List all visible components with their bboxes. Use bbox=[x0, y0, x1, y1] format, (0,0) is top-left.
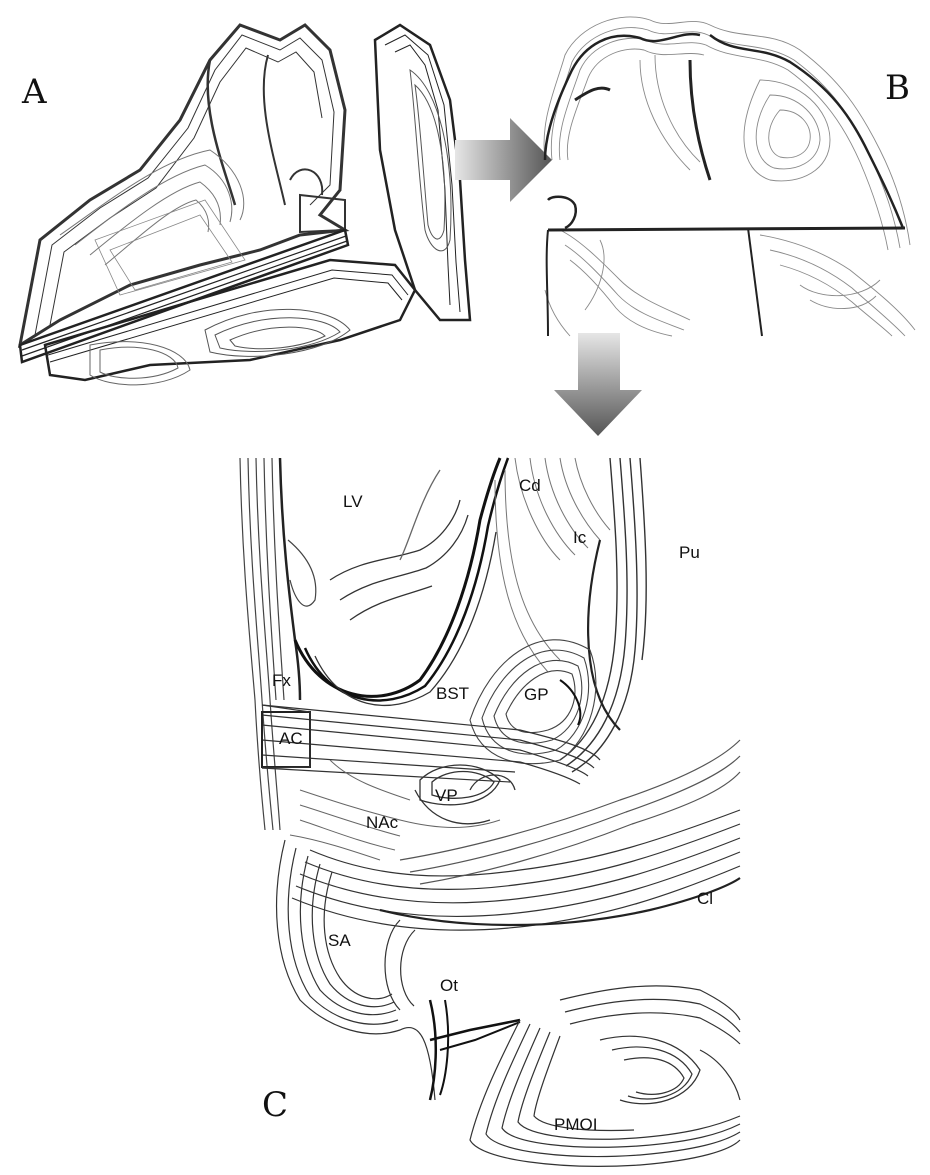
panel-a-label: A bbox=[22, 72, 47, 112]
region-label-bst: BST bbox=[436, 684, 469, 704]
panel-c-lv-boundary bbox=[295, 458, 508, 705]
panel-a-coronal-stack bbox=[20, 25, 345, 345]
region-label-pmoi: PMOI bbox=[554, 1115, 597, 1135]
region-label-ac: AC bbox=[279, 729, 303, 749]
region-label-ic: Ic bbox=[573, 528, 586, 548]
panel-b-dark-contours bbox=[545, 34, 905, 336]
panel-a-drawing bbox=[20, 25, 470, 385]
region-label-fx: Fx bbox=[272, 671, 291, 691]
region-label-cl: Cl bbox=[697, 889, 713, 909]
panel-b-light-contours bbox=[544, 17, 915, 336]
arrow-a-to-b bbox=[455, 118, 552, 202]
panel-c-vp-contours bbox=[415, 765, 515, 824]
panel-c-left-wall bbox=[240, 458, 316, 830]
region-label-sa: SA bbox=[328, 931, 351, 951]
panel-c-label: C bbox=[262, 1085, 288, 1125]
region-label-gp: GP bbox=[524, 685, 549, 705]
panel-a-horizontal-bar bbox=[20, 230, 348, 362]
region-label-cd: Cd bbox=[519, 476, 541, 496]
region-label-pu: Pu bbox=[679, 543, 700, 563]
region-label-ot: Ot bbox=[440, 976, 458, 996]
panel-c-pmoi-lobe bbox=[470, 986, 740, 1166]
panel-b-label: B bbox=[885, 68, 910, 108]
region-label-lv: LV bbox=[343, 492, 363, 512]
panel-b-drawing bbox=[544, 17, 915, 336]
panel-c-claustrum-band bbox=[292, 740, 740, 930]
region-label-nac: NAc bbox=[366, 813, 398, 833]
region-label-vp: VP bbox=[435, 786, 458, 806]
panel-c-internal-capsule bbox=[560, 458, 646, 772]
panel-c-drawing bbox=[240, 458, 740, 1166]
arrow-b-to-c bbox=[554, 333, 642, 436]
